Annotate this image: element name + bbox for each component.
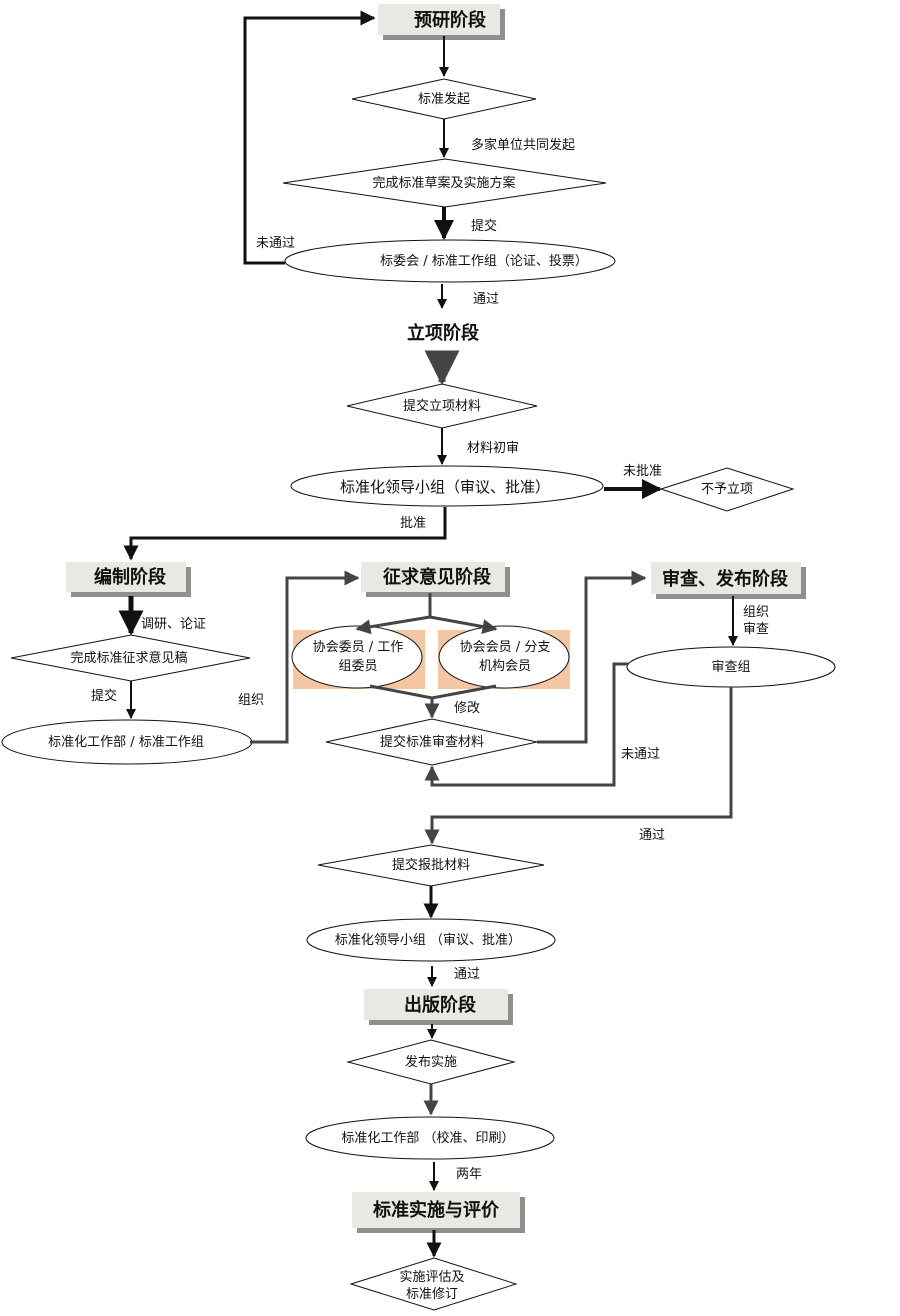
node-not-approved: 不予立项 xyxy=(700,482,754,498)
edge-label-multi-units: 多家单位共同发起 xyxy=(471,138,576,153)
node-consult-draft: 完成标准征求意见稿 xyxy=(70,651,188,667)
ellipse-committee xyxy=(284,239,616,283)
node-complete-draft: 完成标准草案及实施方案 xyxy=(372,176,516,192)
node-assoc-member-1: 协会会员 / 分支 xyxy=(459,640,551,656)
diamond-not-approved xyxy=(659,467,795,512)
edge-label-passed-2: 通过 xyxy=(639,828,666,843)
stage-title-consultation: 征求意见阶段 xyxy=(383,567,491,589)
edge-label-two-years: 两年 xyxy=(456,1167,483,1182)
diamond-submit-materials xyxy=(346,383,538,429)
edge-label-organize-1: 组织 xyxy=(238,693,265,708)
edge-label-not-approved: 未批准 xyxy=(623,464,663,479)
ellipse-std-dept-print xyxy=(305,1116,555,1160)
node-review-group: 审查组 xyxy=(711,660,751,676)
stage-title-evaluation: 标准实施与评价 xyxy=(373,1200,499,1222)
diamond-std-initiate xyxy=(351,78,537,120)
diamond-submit-approval xyxy=(317,844,545,887)
node-evaluation-2: 标准修订 xyxy=(405,1287,459,1303)
edge-label-not-passed-2: 未通过 xyxy=(621,747,661,762)
node-submit-materials: 提交立项材料 xyxy=(402,399,482,415)
edge-label-submit-1: 提交 xyxy=(471,219,498,234)
ellipse-leading-group-1 xyxy=(290,465,604,507)
edge-label-passed-1: 通过 xyxy=(473,292,500,307)
node-std-dept-print: 标准化工作部 （校准、印刷） xyxy=(341,1131,515,1147)
stage-title-drafting: 编制阶段 xyxy=(94,567,166,589)
node-assoc-committee-2: 组委员 xyxy=(338,659,378,675)
ellipse-assoc-committee xyxy=(291,625,423,689)
node-evaluation-1: 实施评估及 xyxy=(399,1270,465,1286)
node-std-initiate: 标准发起 xyxy=(417,92,471,108)
stage-box-review-publish xyxy=(651,562,801,594)
edge-label-passed-3: 通过 xyxy=(454,967,481,982)
diamond-release xyxy=(346,1039,516,1085)
stage-title-initiation: 立项阶段 xyxy=(407,323,479,345)
ellipse-assoc-member xyxy=(438,625,570,689)
node-submit-review: 提交标准审查材料 xyxy=(379,735,485,751)
edge-label-modify: 修改 xyxy=(454,701,481,716)
stage-box-publication xyxy=(364,989,508,1020)
node-std-dept-group: 标准化工作部 / 标准工作组 xyxy=(48,735,204,751)
node-assoc-committee-1: 协会委员 / 工作 xyxy=(312,640,404,656)
stage-box-evaluation xyxy=(352,1192,520,1228)
diamond-evaluation xyxy=(349,1257,518,1311)
node-release: 发布实施 xyxy=(404,1055,458,1071)
node-committee: 标委会 / 标准工作组（论证、投票） xyxy=(380,254,588,270)
edge-label-organize-2: 组织 xyxy=(743,605,770,620)
diamond-consult-draft xyxy=(10,634,251,682)
diamond-complete-draft xyxy=(282,158,607,208)
stage-box-consultation xyxy=(361,562,505,592)
node-submit-approval: 提交报批材料 xyxy=(391,858,471,874)
edge-label-review-2: 审查 xyxy=(743,622,770,637)
stage-title-publication: 出版阶段 xyxy=(404,995,476,1017)
edge-label-not-passed-1: 未通过 xyxy=(256,236,296,251)
node-leading-group-1: 标准化领导小组（审议、批准） xyxy=(339,478,551,496)
stage-title-preresearch: 预研阶段 xyxy=(414,10,486,32)
stage-box-drafting xyxy=(66,562,186,592)
node-leading-group-2: 标准化领导小组 （审议、批准） xyxy=(334,933,522,949)
edge-label-approved: 批准 xyxy=(400,516,427,531)
stage-box-preresearch xyxy=(378,4,500,35)
edge-label-submit-2: 提交 xyxy=(91,689,118,704)
ellipse-leading-group-2 xyxy=(306,918,556,962)
edge-label-research: 调研、论证 xyxy=(141,617,207,632)
node-assoc-member-2: 机构会员 xyxy=(478,659,532,675)
edge-label-material-review: 材料初审 xyxy=(467,441,520,456)
stage-title-review-publish: 审查、发布阶段 xyxy=(662,569,788,591)
